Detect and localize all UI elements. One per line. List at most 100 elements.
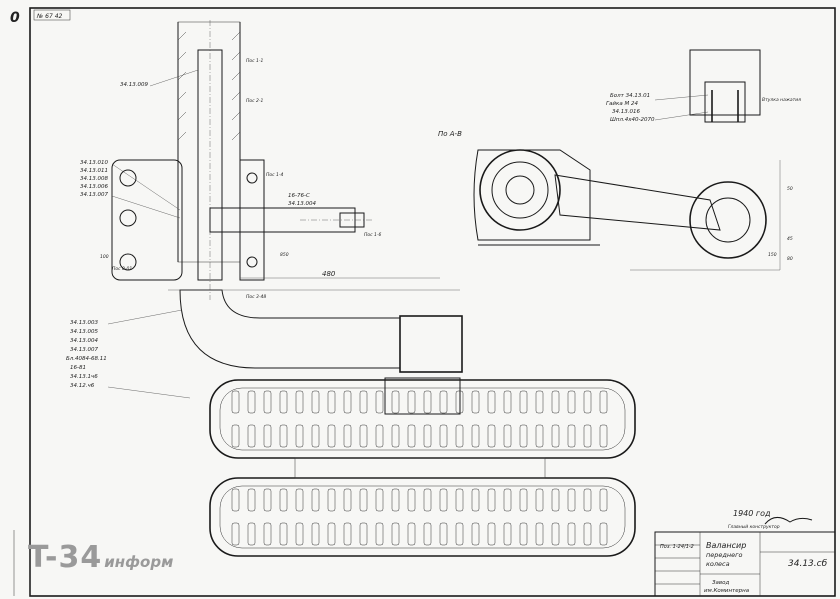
tread-slot: [423, 488, 432, 512]
tread-slot: [599, 390, 608, 414]
tread-slot: [343, 424, 352, 448]
watermark-main: T-34: [28, 540, 103, 575]
tread-slot: [343, 488, 352, 512]
tread-slot: [407, 488, 416, 512]
tread-slot: [311, 488, 320, 512]
tread-slot: [551, 488, 560, 512]
tread-slot: [327, 390, 336, 414]
tread-slot: [471, 488, 480, 512]
tread-slot: [439, 424, 448, 448]
tread-slot: [583, 390, 592, 414]
watermark-sub: информ: [104, 553, 174, 571]
tread-slot: [535, 522, 544, 546]
svg-text:16-81: 16-81: [70, 365, 86, 371]
tread-slot: [583, 424, 592, 448]
svg-text:34.13.008: 34.13.008: [80, 176, 108, 182]
tread-slot: [359, 488, 368, 512]
axle-between-wheels: [294, 457, 546, 479]
tread-slot: [375, 488, 384, 512]
tread-slot: [423, 424, 432, 448]
tread-slot: [327, 424, 336, 448]
tread-slot: [599, 522, 608, 546]
svg-text:34.13.010: 34.13.010: [80, 160, 108, 166]
front-view-labels-left: 34.13.010 34.13.011 34.13.008 34.13.006 …: [66, 160, 191, 399]
tread-slot: [535, 488, 544, 512]
tread-slot: [263, 488, 272, 512]
tread-slot: [407, 390, 416, 414]
tread-slot: [263, 522, 272, 546]
tread-slot: [519, 424, 528, 448]
tread-slot: [503, 390, 512, 414]
svg-text:34.13.1ч6: 34.13.1ч6: [70, 374, 98, 380]
tread-slot: [567, 390, 576, 414]
lower-wheel: [209, 477, 636, 557]
tread-slot: [439, 390, 448, 414]
svg-text:Пос 1-4: Пос 1-4: [266, 172, 284, 178]
tread-slot: [311, 424, 320, 448]
tread-slot: [503, 424, 512, 448]
svg-text:Завод: Завод: [712, 580, 730, 586]
svg-text:80: 80: [787, 256, 793, 262]
svg-text:Пос 3-48: Пос 3-48: [246, 294, 266, 300]
svg-text:переднего: переднего: [706, 551, 743, 559]
tread-slot: [599, 424, 608, 448]
tread-slot: [359, 390, 368, 414]
tread-slot: [487, 488, 496, 512]
tread-slot: [343, 522, 352, 546]
stamp-number: № 67 42: [36, 13, 63, 20]
tread-slot: [455, 522, 464, 546]
tread-slot: [311, 522, 320, 546]
svg-text:34.13.сб: 34.13.сб: [788, 559, 828, 569]
tread-slot: [519, 522, 528, 546]
tread-slot: [519, 390, 528, 414]
tread-slot: [407, 424, 416, 448]
svg-text:34.13.007: 34.13.007: [70, 347, 98, 353]
svg-text:колеса: колеса: [706, 560, 730, 568]
svg-text:По А-В: По А-В: [438, 130, 462, 138]
tread-slot: [295, 424, 304, 448]
tread-slot: [247, 390, 256, 414]
tread-slot: [407, 522, 416, 546]
tread-slot: [551, 522, 560, 546]
tread-slot: [471, 424, 480, 448]
tread-slot: [471, 390, 480, 414]
svg-text:850: 850: [280, 252, 289, 258]
tread-slot: [503, 522, 512, 546]
svg-text:Шпл.4x40-2070: Шпл.4x40-2070: [610, 117, 655, 123]
tread-slot: [359, 522, 368, 546]
svg-text:Валансир: Валансир: [706, 541, 746, 550]
title-block: Валансир переднего колеса 34.13.сб Завод…: [654, 531, 836, 597]
tread-slot: [279, 488, 288, 512]
svg-text:34.13.003: 34.13.003: [70, 320, 98, 326]
svg-text:Пос 2-1: Пос 2-1: [246, 98, 264, 104]
svg-text:Гайка M 24: Гайка M 24: [606, 101, 638, 107]
signature-stroke: [764, 517, 813, 525]
tread-slot: [391, 488, 400, 512]
svg-text:Бл.4084-68.11: Бл.4084-68.11: [66, 356, 107, 362]
tread-slot: [359, 424, 368, 448]
tread-slot: [503, 488, 512, 512]
tread-slot: [599, 488, 608, 512]
svg-text:34.13.011: 34.13.011: [80, 168, 108, 174]
tread-slot: [583, 522, 592, 546]
tread-slot: [391, 390, 400, 414]
tread-slot: [279, 522, 288, 546]
tread-slot: [567, 522, 576, 546]
tread-slot: [423, 522, 432, 546]
tread-slot: [247, 522, 256, 546]
tread-slot: [247, 488, 256, 512]
left-stamp: Поз. 1-24/1-2: [660, 544, 694, 550]
tread-slot: [455, 488, 464, 512]
tread-slot: [551, 390, 560, 414]
tread-slot: [487, 424, 496, 448]
tread-slot: [231, 390, 240, 414]
tread-slot: [231, 488, 240, 512]
tread-slot: [343, 390, 352, 414]
section-view: По А-В: [438, 49, 781, 271]
tread-slot: [327, 522, 336, 546]
tread-slot: [279, 424, 288, 448]
tread-slot: [231, 522, 240, 546]
tread-slot: [535, 424, 544, 448]
